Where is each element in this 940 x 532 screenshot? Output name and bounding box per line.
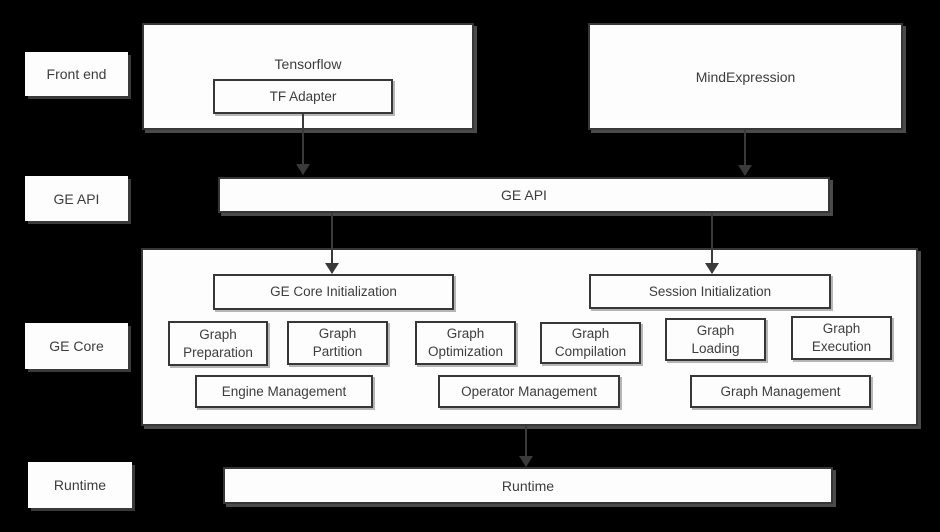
row-label-front-end-text: Front end: [46, 66, 107, 82]
graph-compilation-box: Graph Compilation: [540, 322, 641, 364]
engine-management-label: Engine Management: [221, 383, 347, 399]
ge-core-initialization-label: GE Core Initialization: [270, 284, 397, 299]
row-label-front-end: Front end: [25, 52, 128, 96]
graph-loading-box: Graph Loading: [665, 318, 766, 361]
ge-api-bar: GE API: [218, 177, 830, 213]
ge-api-bar-label: GE API: [501, 187, 547, 203]
tf-adapter-label: TF Adapter: [269, 88, 337, 104]
graph-optimization-label: Graph Optimization: [427, 326, 504, 359]
operator-management-box: Operator Management: [438, 375, 620, 408]
row-label-ge-api: GE API: [25, 176, 128, 221]
row-label-runtime: Runtime: [28, 462, 132, 508]
tf-adapter-box: TF Adapter: [213, 79, 393, 114]
session-initialization-label: Session Initialization: [648, 283, 772, 299]
session-initialization-box: Session Initialization: [589, 274, 831, 309]
graph-execution-label: Graph Execution: [811, 321, 872, 354]
engine-management-box: Engine Management: [195, 375, 373, 408]
row-label-runtime-text: Runtime: [53, 477, 107, 493]
graph-compilation-label: Graph Compilation: [554, 326, 627, 359]
row-label-ge-core-text: GE Core: [49, 338, 104, 354]
graph-execution-box: Graph Execution: [791, 316, 892, 360]
graph-preparation-box: Graph Preparation: [168, 321, 268, 366]
arrow-ge-api-to-ge-core-initialization: [325, 213, 339, 274]
row-label-ge-core: GE Core: [25, 323, 128, 369]
operator-management-label: Operator Management: [461, 383, 597, 399]
arrow-ge-api-to-session-initialization: [705, 213, 719, 274]
tensorflow-label: Tensorflow: [274, 56, 342, 72]
mindexpression-label: MindExpression: [695, 68, 796, 85]
graph-preparation-label: Graph Preparation: [183, 326, 253, 360]
graph-optimization-box: Graph Optimization: [415, 321, 516, 365]
runtime-bar-label: Runtime: [501, 477, 555, 494]
arrow-mindexpression-to-ge-api: [738, 130, 752, 176]
graph-partition-box: Graph Partition: [287, 321, 388, 365]
mindexpression-box: MindExpression: [588, 23, 903, 130]
arrow-tf-adapter-to-ge-api: [296, 114, 310, 175]
graph-management-box: Graph Management: [690, 375, 871, 408]
graph-loading-label: Graph Loading: [691, 322, 740, 356]
runtime-bar: Runtime: [223, 467, 833, 504]
graph-partition-label: Graph Partition: [312, 326, 363, 359]
arrow-ge-core-to-runtime: [519, 426, 533, 467]
graph-management-label: Graph Management: [720, 383, 841, 399]
row-label-ge-api-text: GE API: [53, 190, 100, 207]
ge-core-initialization-box: GE Core Initialization: [213, 274, 454, 310]
